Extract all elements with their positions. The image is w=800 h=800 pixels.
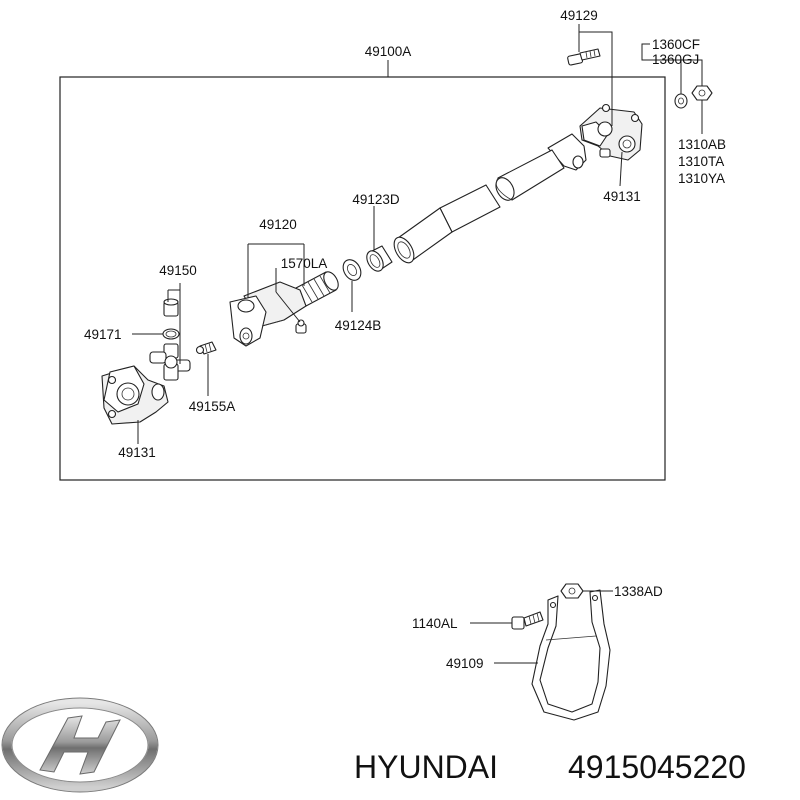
grease-fitting-1570LA	[295, 319, 307, 334]
label-1338AD: 1338AD	[614, 584, 663, 599]
label-49171: 49171	[84, 327, 122, 342]
washer-1360	[674, 93, 688, 109]
label-1570LA: 1570LA	[281, 256, 328, 271]
seal-49124B	[342, 259, 362, 281]
slip-yoke-49120	[229, 271, 339, 347]
label-1360CF: 1360CF	[652, 37, 700, 52]
flange-yoke-right	[579, 103, 643, 161]
bolt-49129	[567, 48, 601, 66]
label-1310YA: 1310YA	[678, 171, 725, 186]
label-49155A: 49155A	[189, 399, 236, 414]
label-49100A: 49100A	[365, 44, 412, 59]
assembly-frame	[59, 76, 666, 481]
bracket-49109	[531, 589, 611, 721]
flange-yoke-left	[101, 365, 169, 425]
label-49109: 49109	[446, 656, 484, 671]
label-49150: 49150	[159, 263, 197, 278]
spider-cross	[149, 343, 191, 381]
tube-bearing-49123D	[366, 245, 393, 272]
part-number: 4915045220	[568, 749, 746, 785]
nut-1338AD	[560, 583, 584, 599]
label-1140AL: 1140AL	[412, 616, 458, 631]
snap-ring-49171	[162, 328, 180, 340]
nut-1360	[691, 85, 713, 101]
bearing-cap-49150	[163, 298, 179, 317]
part-labels: 49100A 49129 1360CF 1360GJ 1310AB 1310TA…	[84, 8, 726, 671]
label-49129: 49129	[560, 8, 598, 23]
label-49120: 49120	[259, 217, 297, 232]
brand-name: HYUNDAI	[354, 749, 498, 785]
leader-lines	[132, 24, 703, 664]
label-49131-left: 49131	[118, 445, 156, 460]
label-1310AB: 1310AB	[678, 137, 726, 152]
label-1360GJ: 1360GJ	[652, 52, 699, 67]
label-1310TA: 1310TA	[678, 154, 724, 169]
grease-fitting-49155A	[195, 341, 217, 355]
label-49123D: 49123D	[352, 192, 400, 207]
label-49131-right: 49131	[603, 189, 641, 204]
bolt-1140AL	[511, 611, 544, 630]
hyundai-logo-icon	[1, 697, 159, 793]
label-49124B: 49124B	[335, 318, 382, 333]
drive-shaft-tube	[393, 133, 587, 264]
